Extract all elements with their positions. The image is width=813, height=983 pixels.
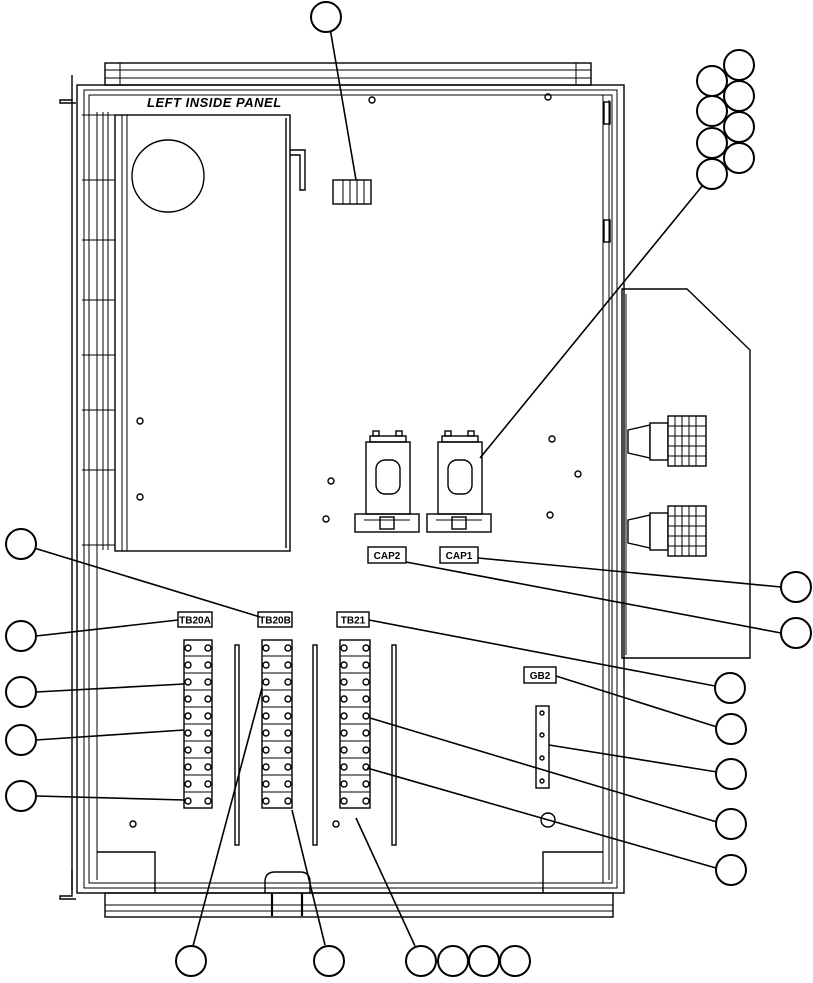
wire-channels xyxy=(234,644,397,846)
callout-circle xyxy=(715,808,747,840)
terminal-block-tb21 xyxy=(339,639,371,809)
callout-circle xyxy=(714,672,746,704)
callout-circle xyxy=(780,571,812,603)
label-tb20a: TB20A xyxy=(177,611,213,628)
callout-circle xyxy=(696,65,728,97)
callout-circle xyxy=(723,111,755,143)
callout-circle xyxy=(310,1,342,33)
panel-title: LEFT INSIDE PANEL xyxy=(147,95,282,110)
callout-circle xyxy=(696,127,728,159)
capacitor-cap2 xyxy=(354,430,420,533)
svg-text:TB20A: TB20A xyxy=(179,616,211,627)
callout-circle xyxy=(723,49,755,81)
connector-upper xyxy=(627,415,707,467)
leader-lines xyxy=(20,27,782,947)
callout-circle xyxy=(5,620,37,652)
svg-text:TB20B: TB20B xyxy=(259,616,291,627)
callout-circle xyxy=(715,854,747,886)
terminal-block-tb20b xyxy=(261,639,293,809)
callout-circle xyxy=(405,945,437,977)
callout-circle xyxy=(696,158,728,190)
svg-text:CAP1: CAP1 xyxy=(446,551,473,562)
callout-circle xyxy=(499,945,531,977)
terminal-block-tb20a xyxy=(183,639,213,809)
label-tb21: TB21 xyxy=(336,611,370,628)
callout-circle xyxy=(5,780,37,812)
callout-circle xyxy=(468,945,500,977)
label-cap2: CAP2 xyxy=(367,546,407,564)
callout-circle xyxy=(715,713,747,745)
callout-circle xyxy=(437,945,469,977)
label-gb2: GB2 xyxy=(523,666,557,684)
callout-circle xyxy=(5,528,37,560)
callout-circle xyxy=(5,724,37,756)
svg-text:TB21: TB21 xyxy=(341,616,366,627)
callout-circle xyxy=(723,142,755,174)
callout-bubbles xyxy=(5,1,812,977)
svg-text:CAP2: CAP2 xyxy=(374,551,401,562)
callout-circle xyxy=(715,758,747,790)
svg-text:GB2: GB2 xyxy=(530,671,551,682)
callout-circle xyxy=(313,945,345,977)
callout-circle xyxy=(723,80,755,112)
callout-circle xyxy=(5,676,37,708)
connector-lower xyxy=(627,505,707,557)
mounting-holes xyxy=(129,93,582,828)
callout-circle xyxy=(696,95,728,127)
label-tb20b: TB20B xyxy=(257,611,293,628)
door-round-cutout xyxy=(131,139,205,213)
callout-circle xyxy=(175,945,207,977)
hinge-segments xyxy=(82,112,115,550)
top-clip xyxy=(332,179,372,205)
label-cap1: CAP1 xyxy=(439,546,479,564)
callout-circle xyxy=(780,617,812,649)
ground-bar-gb2 xyxy=(535,705,550,789)
connector-plate xyxy=(621,288,751,659)
capacitor-cap1 xyxy=(426,430,492,533)
panel-enclosure xyxy=(59,62,625,918)
door-section xyxy=(82,112,306,552)
